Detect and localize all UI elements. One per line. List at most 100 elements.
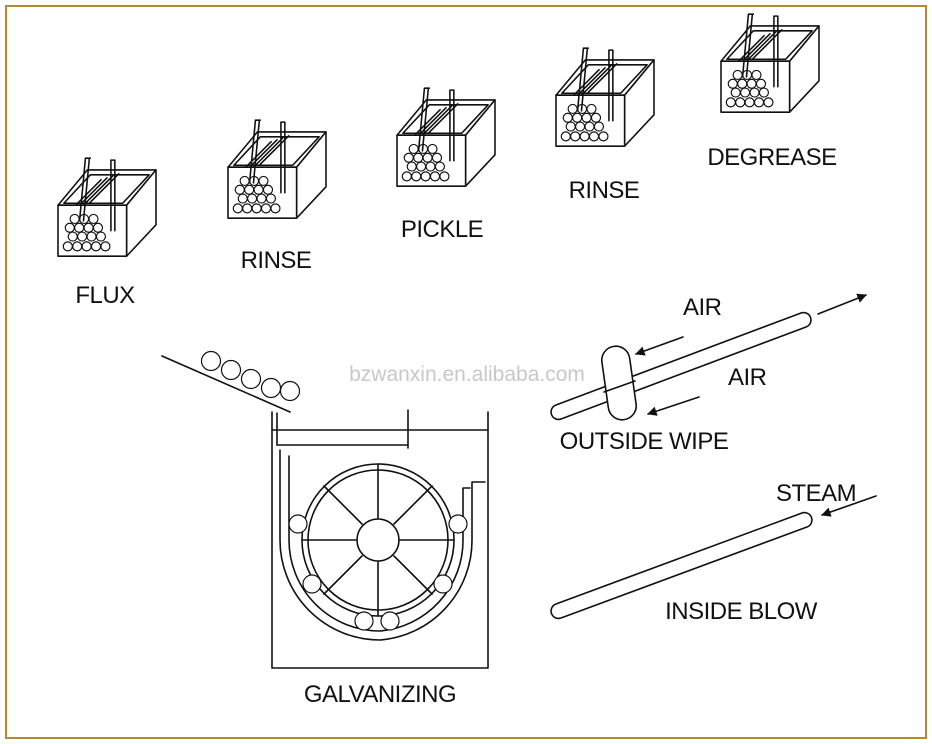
outside-wipe-assembly — [550, 293, 867, 421]
wipe-ring — [600, 345, 638, 421]
tank-label-pickle: PICKLE — [401, 216, 483, 243]
air-outflow-arrow — [817, 293, 867, 315]
pipe-end — [737, 78, 748, 89]
pipe-end — [81, 241, 92, 252]
incline-ramp — [161, 350, 301, 413]
ramp-pipe — [260, 377, 282, 399]
pipe-end — [434, 161, 446, 172]
pipe-end — [732, 69, 743, 81]
pipe-end — [411, 171, 422, 182]
pipe-end — [590, 112, 602, 123]
pipe-end — [74, 222, 85, 233]
pipe-end — [244, 184, 255, 195]
watermark: bzwanxin.en.alibaba.com — [349, 363, 585, 386]
air-arrow-top — [635, 336, 684, 356]
flux-tank — [57, 157, 157, 257]
pipe-end — [746, 78, 757, 89]
pipe-end — [572, 112, 583, 123]
pipe-end — [560, 131, 571, 142]
ramp-pipe — [220, 359, 242, 381]
pipe-end — [753, 97, 765, 108]
pipe-end — [725, 97, 736, 108]
outside-wipe-label: OUTSIDE WIPE — [560, 428, 729, 455]
pipe-end — [62, 241, 73, 252]
pipe-inside-blow — [550, 511, 813, 620]
pipe-end — [88, 213, 99, 225]
pipe-end — [406, 161, 417, 172]
steam-label: STEAM — [776, 480, 856, 507]
wheel — [301, 463, 455, 617]
pipe-end — [565, 121, 576, 132]
steam-arrow — [821, 495, 877, 517]
pipe-end — [92, 222, 104, 233]
pipe-end — [735, 97, 746, 108]
degrease-tank — [720, 13, 820, 113]
pipe-end — [593, 121, 605, 132]
pipe-end — [77, 231, 88, 242]
pipe-end — [581, 112, 592, 123]
pipe-end — [247, 193, 258, 204]
pipe-end — [575, 121, 586, 132]
kettle-pipe — [288, 514, 308, 534]
pipe-end — [237, 193, 248, 204]
inside-blow-assembly — [550, 495, 877, 620]
pipe-end — [256, 193, 267, 204]
pipe-end — [749, 87, 760, 98]
pipe-end — [86, 231, 97, 242]
pipe-end — [83, 222, 94, 233]
kettle-pipe — [302, 574, 322, 594]
pipe-end — [64, 222, 75, 233]
galvanizing-kettle — [271, 409, 489, 669]
pipe-end — [727, 78, 738, 89]
pipe-end — [579, 131, 590, 142]
air-arrow-bottom — [647, 396, 700, 416]
pipe-end — [751, 69, 762, 81]
inside-blow-label: INSIDE BLOW — [665, 598, 818, 625]
air-label-side: AIR — [728, 364, 767, 391]
pipe-end — [758, 87, 770, 98]
pipe-end — [242, 203, 253, 214]
pipe-end — [262, 184, 274, 195]
pipe-end — [408, 143, 419, 155]
pipe-end — [420, 171, 431, 182]
pipe-end — [260, 203, 272, 214]
pipe-end — [744, 97, 755, 108]
pickle-tank — [396, 87, 496, 187]
pipe-end — [69, 213, 80, 225]
pipe-end — [740, 87, 751, 98]
ramp-pipe — [240, 368, 262, 390]
tank-label-flux: FLUX — [75, 282, 135, 309]
pipe-end — [100, 241, 111, 252]
pipe-end — [755, 78, 767, 89]
pipe-end — [270, 203, 281, 214]
ramp-pipe — [200, 350, 222, 372]
pipe-end — [584, 121, 595, 132]
pipe-end — [427, 143, 438, 155]
pipe-end — [422, 152, 433, 163]
ramp-pipe — [279, 380, 301, 402]
pipe-end — [265, 193, 277, 204]
rinse-tank-1 — [227, 119, 327, 219]
pipe-end — [730, 87, 741, 98]
pipe-end — [586, 103, 597, 115]
pipe-end — [598, 131, 609, 142]
pipe-end — [416, 161, 427, 172]
kettle-pipe — [380, 611, 400, 631]
kettle-pipe — [433, 574, 453, 594]
pipe-end — [258, 175, 269, 187]
pipe-end — [232, 203, 243, 214]
pipe-end — [95, 231, 107, 242]
pipe-end — [567, 103, 578, 115]
pipe-end — [67, 231, 78, 242]
pipe-end — [72, 241, 83, 252]
pipe-end — [562, 112, 573, 123]
kettle-pipe — [448, 514, 468, 534]
pipe-end — [239, 175, 250, 187]
tank-label-rinse-1: RINSE — [241, 247, 312, 274]
pipe-end — [439, 171, 450, 182]
air-label-top: AIR — [683, 294, 722, 321]
pipe-end — [403, 152, 414, 163]
pipe-end — [570, 131, 581, 142]
galvanizing-label: GALVANIZING — [304, 681, 456, 708]
pipe-end — [401, 171, 412, 182]
